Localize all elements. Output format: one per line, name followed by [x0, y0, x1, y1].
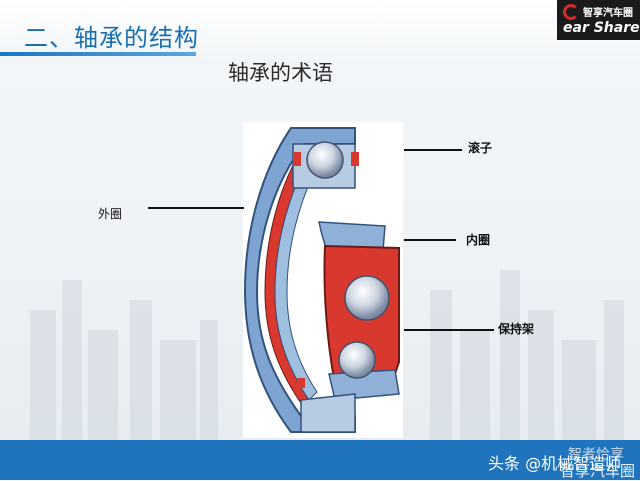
roller-leader-line [404, 149, 462, 151]
inner-ring-leader-line [404, 239, 456, 241]
page-title: 二、轴承的结构 [24, 24, 199, 52]
footer-bar [0, 440, 640, 480]
city-skyline-background [30, 270, 624, 440]
bearing-cutaway-illustration [243, 127, 400, 433]
logo-top-text: 智享汽车圈 [583, 8, 633, 19]
slide-subtitle: 轴承的术语 [228, 61, 333, 85]
logo-c-icon [563, 4, 579, 20]
label-inner-ring: 内圈 [466, 233, 491, 247]
label-cage: 保持架 [498, 322, 535, 336]
label-outer-ring: 外圈 [98, 207, 123, 221]
watermark-tertiary: 智享汽车圈 [560, 462, 636, 480]
outer-ring-leader-line [148, 207, 244, 209]
cage-leader-line [404, 329, 494, 331]
title-underline [0, 52, 196, 56]
label-roller: 滚子 [468, 141, 493, 155]
watermark-toutiao: 头条 @机械智造师 [488, 454, 622, 473]
brand-logo: 智享汽车圈 ear Share [557, 0, 640, 40]
logo-bottom-text: ear Share [563, 20, 640, 36]
watermark-secondary: 智者恰享 [568, 447, 624, 463]
